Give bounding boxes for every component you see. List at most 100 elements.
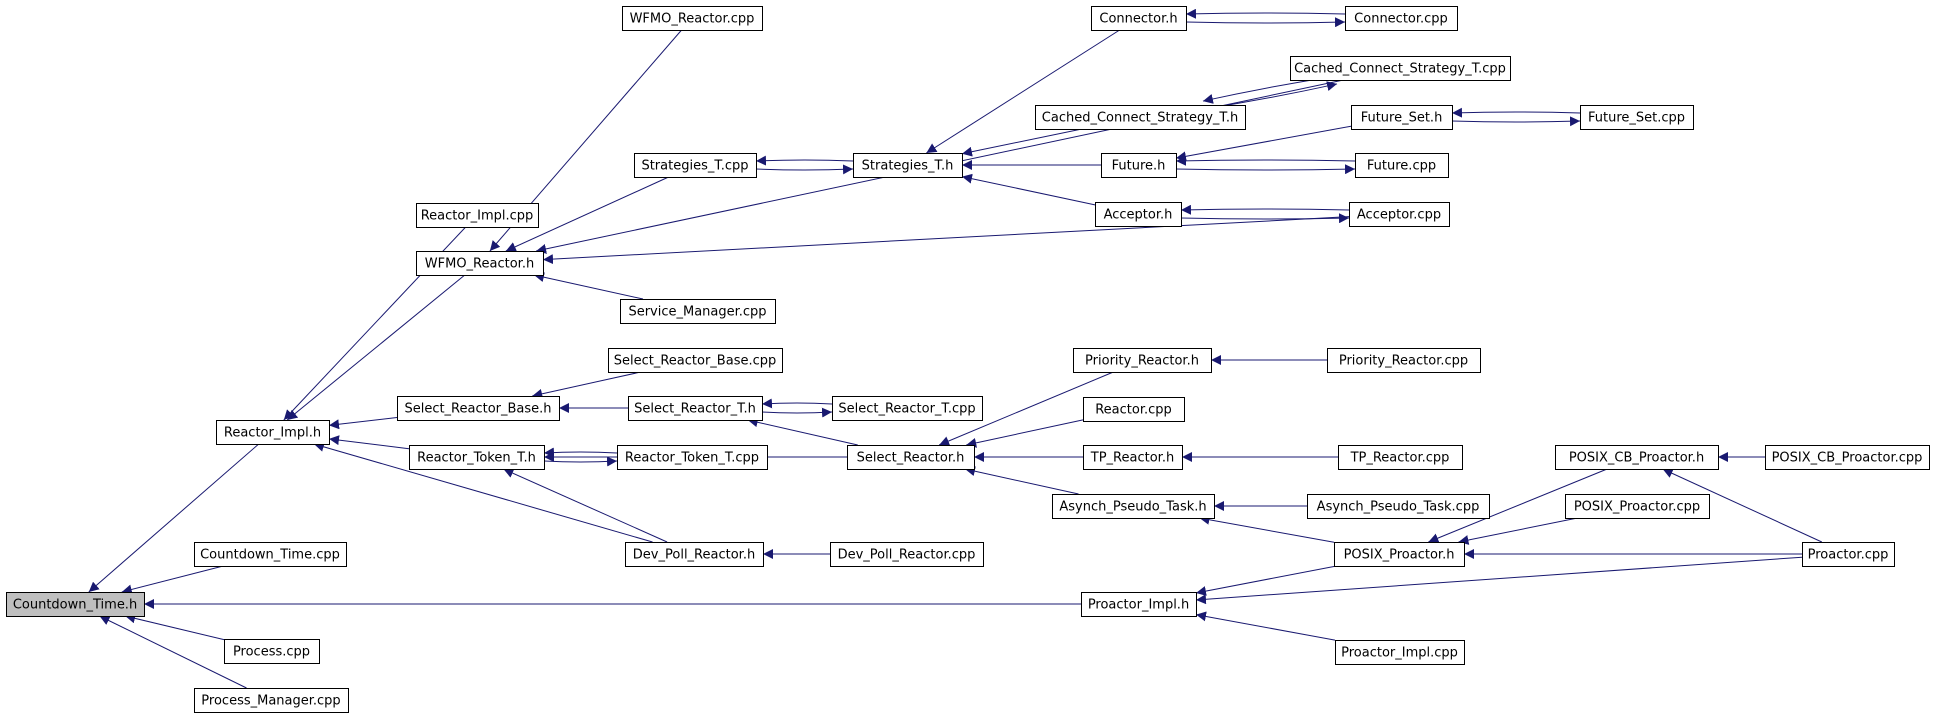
node-box[interactable] bbox=[628, 396, 763, 421]
node-box[interactable] bbox=[1765, 445, 1930, 470]
node-box[interactable] bbox=[1101, 153, 1177, 178]
node-box[interactable] bbox=[416, 203, 539, 228]
node-reactor-impl-h[interactable]: Reactor_Impl.h bbox=[216, 420, 330, 445]
node-acceptor-h[interactable]: Acceptor.h bbox=[1095, 202, 1182, 227]
node-box[interactable] bbox=[1290, 56, 1511, 81]
node-box[interactable] bbox=[216, 420, 330, 445]
node-asynch-pseudo-task-cpp[interactable]: Asynch_Pseudo_Task.cpp bbox=[1307, 494, 1490, 519]
node-process-manager-cpp[interactable]: Process_Manager.cpp bbox=[194, 688, 349, 713]
node-process-cpp[interactable]: Process.cpp bbox=[224, 639, 320, 664]
node-box[interactable] bbox=[1351, 105, 1453, 130]
node-box[interactable] bbox=[224, 639, 320, 664]
node-reactor-impl-cpp[interactable]: Reactor_Impl.cpp bbox=[416, 203, 539, 228]
node-box[interactable] bbox=[830, 542, 984, 567]
node-reactor-token-t-cpp[interactable]: Reactor_Token_T.cpp bbox=[617, 445, 768, 470]
node-box[interactable] bbox=[416, 251, 544, 276]
node-box[interactable] bbox=[1338, 445, 1463, 470]
node-box[interactable] bbox=[1035, 105, 1246, 130]
node-cached-connect-strategy-t-h[interactable]: Cached_Connect_Strategy_T.h bbox=[1035, 105, 1246, 130]
node-box[interactable] bbox=[1345, 6, 1458, 31]
node-strategies-t-h[interactable]: Strategies_T.h bbox=[853, 153, 963, 178]
node-box[interactable] bbox=[1095, 202, 1182, 227]
node-future-cpp[interactable]: Future.cpp bbox=[1355, 153, 1449, 178]
node-box[interactable] bbox=[832, 396, 983, 421]
node-select-reactor-h[interactable]: Select_Reactor.h bbox=[847, 445, 975, 470]
node-cached-connect-strategy-t-cpp[interactable]: Cached_Connect_Strategy_T.cpp bbox=[1290, 56, 1511, 81]
node-box[interactable] bbox=[1083, 445, 1183, 470]
node-select-reactor-base-h[interactable]: Select_Reactor_Base.h bbox=[397, 396, 560, 421]
node-box[interactable] bbox=[1327, 348, 1481, 373]
node-box[interactable] bbox=[1073, 348, 1212, 373]
node-box[interactable] bbox=[1565, 494, 1710, 519]
node-label: Proactor.cpp bbox=[1808, 548, 1889, 563]
node-box[interactable] bbox=[608, 348, 783, 373]
node-select-reactor-t-h[interactable]: Select_Reactor_T.h bbox=[628, 396, 763, 421]
node-reactor-cpp[interactable]: Reactor.cpp bbox=[1083, 397, 1185, 422]
node-priority-reactor-cpp[interactable]: Priority_Reactor.cpp bbox=[1327, 348, 1481, 373]
node-box[interactable] bbox=[1355, 153, 1449, 178]
node-box[interactable] bbox=[620, 299, 776, 324]
node-priority-reactor-h[interactable]: Priority_Reactor.h bbox=[1073, 348, 1212, 373]
node-label: Acceptor.h bbox=[1104, 208, 1173, 223]
node-box[interactable] bbox=[194, 542, 347, 567]
node-strategies-t-cpp[interactable]: Strategies_T.cpp bbox=[634, 153, 757, 178]
node-box[interactable] bbox=[853, 153, 963, 178]
node-box[interactable] bbox=[1802, 542, 1895, 567]
node-connector-h[interactable]: Connector.h bbox=[1091, 6, 1187, 31]
node-service-manager-cpp[interactable]: Service_Manager.cpp bbox=[620, 299, 776, 324]
node-box[interactable] bbox=[634, 153, 757, 178]
node-label: Reactor_Impl.h bbox=[224, 426, 321, 441]
node-box[interactable] bbox=[397, 396, 560, 421]
node-box[interactable] bbox=[625, 542, 764, 567]
node-future-set-cpp[interactable]: Future_Set.cpp bbox=[1580, 105, 1694, 130]
node-box[interactable] bbox=[1334, 542, 1465, 567]
node-connector-cpp[interactable]: Connector.cpp bbox=[1345, 6, 1458, 31]
node-posix-proactor-cpp[interactable]: POSIX_Proactor.cpp bbox=[1565, 494, 1710, 519]
node-posix-proactor-h[interactable]: POSIX_Proactor.h bbox=[1334, 542, 1465, 567]
edge-acceptor-h-to-strategies-t-h bbox=[961, 173, 1096, 206]
node-countdown-time-h[interactable]: Countdown_Time.h bbox=[6, 592, 145, 617]
node-proactor-cpp[interactable]: Proactor.cpp bbox=[1802, 542, 1895, 567]
node-box[interactable] bbox=[617, 445, 768, 470]
edge-dev-poll-reactor-h-to-reactor-token-t-h bbox=[503, 468, 668, 543]
node-future-set-h[interactable]: Future_Set.h bbox=[1351, 105, 1453, 130]
node-wfmo-reactor-cpp[interactable]: WFMO_Reactor.cpp bbox=[622, 6, 763, 31]
node-box[interactable] bbox=[1052, 494, 1215, 519]
node-box[interactable] bbox=[1091, 6, 1187, 31]
edge-reactor-impl-h-to-countdown-time-h bbox=[88, 443, 260, 593]
node-box[interactable] bbox=[1555, 445, 1719, 470]
node-box[interactable] bbox=[1083, 397, 1185, 422]
node-box[interactable] bbox=[194, 688, 349, 713]
node-proactor-impl-cpp[interactable]: Proactor_Impl.cpp bbox=[1335, 640, 1465, 665]
node-tp-reactor-h[interactable]: TP_Reactor.h bbox=[1083, 445, 1183, 470]
edge-proactor-cpp-to-proactor-impl-h bbox=[1195, 556, 1803, 605]
node-box[interactable] bbox=[622, 6, 763, 31]
node-box[interactable] bbox=[1081, 592, 1197, 617]
node-dev-poll-reactor-cpp[interactable]: Dev_Poll_Reactor.cpp bbox=[830, 542, 984, 567]
node-label: Dev_Poll_Reactor.h bbox=[633, 548, 755, 563]
node-future-h[interactable]: Future.h bbox=[1101, 153, 1177, 178]
node-wfmo-reactor-h[interactable]: WFMO_Reactor.h bbox=[416, 251, 544, 276]
edge-wfmo-reactor-h-to-reactor-impl-h bbox=[286, 274, 466, 421]
node-box[interactable] bbox=[847, 445, 975, 470]
edge-strategies-t-cpp-to-wfmo-reactor-h bbox=[505, 176, 669, 252]
node-countdown-time-cpp[interactable]: Countdown_Time.cpp bbox=[194, 542, 347, 567]
node-acceptor-cpp[interactable]: Acceptor.cpp bbox=[1349, 202, 1450, 227]
node-box[interactable] bbox=[1580, 105, 1694, 130]
node-box[interactable] bbox=[1307, 494, 1490, 519]
node-reactor-token-t-h[interactable]: Reactor_Token_T.h bbox=[409, 445, 545, 470]
node-posix-cb-proactor-h[interactable]: POSIX_CB_Proactor.h bbox=[1555, 445, 1719, 470]
node-box[interactable] bbox=[1335, 640, 1465, 665]
node-select-reactor-t-cpp[interactable]: Select_Reactor_T.cpp bbox=[832, 396, 983, 421]
node-tp-reactor-cpp[interactable]: TP_Reactor.cpp bbox=[1338, 445, 1463, 470]
node-select-reactor-base-cpp[interactable]: Select_Reactor_Base.cpp bbox=[608, 348, 783, 373]
node-box[interactable] bbox=[409, 445, 545, 470]
edge-select-reactor-h-to-select-reactor-t-h bbox=[747, 417, 858, 446]
node-label: Service_Manager.cpp bbox=[628, 305, 766, 320]
node-proactor-impl-h[interactable]: Proactor_Impl.h bbox=[1081, 592, 1197, 617]
node-dev-poll-reactor-h[interactable]: Dev_Poll_Reactor.h bbox=[625, 542, 764, 567]
node-posix-cb-proactor-cpp[interactable]: POSIX_CB_Proactor.cpp bbox=[1765, 445, 1930, 470]
node-box[interactable] bbox=[1349, 202, 1450, 227]
node-box[interactable] bbox=[6, 592, 145, 617]
node-asynch-pseudo-task-h[interactable]: Asynch_Pseudo_Task.h bbox=[1052, 494, 1215, 519]
